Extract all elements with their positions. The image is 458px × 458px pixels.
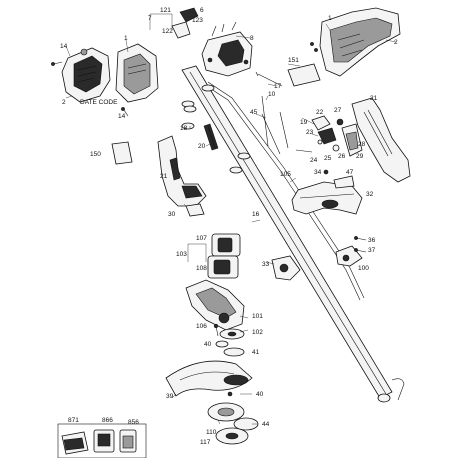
shaft-tube [181, 65, 405, 403]
label-19: 19 [300, 119, 308, 126]
washer-102 [219, 328, 245, 340]
label-21-left: 21 [160, 173, 168, 180]
label-108: 108 [196, 265, 207, 272]
label-32: 32 [366, 191, 374, 198]
label-34: 34 [314, 169, 322, 176]
shaft-rings [181, 84, 251, 174]
label-18: 18 [180, 125, 188, 132]
spool-41 [223, 347, 245, 357]
label-121: 121 [160, 7, 171, 14]
spool-assembly-110 [207, 402, 245, 422]
label-23: 23 [306, 129, 314, 136]
label-866: 866 [102, 417, 113, 424]
spring-106 [213, 323, 219, 337]
label-36: 36 [368, 237, 376, 244]
screws-36-37 [354, 236, 367, 253]
rod-10-45 [261, 95, 289, 155]
switch-assembly-8 [201, 21, 253, 77]
leader-lines [65, 13, 397, 425]
handle-guard-32 [291, 181, 363, 215]
label-117: 117 [200, 439, 211, 446]
label-date-code: DATE CODE [80, 99, 118, 106]
pin-18 [181, 122, 195, 130]
label-856: 856 [128, 419, 139, 426]
label-7: 7 [148, 15, 152, 22]
label-151: 151 [288, 57, 299, 64]
label-29: 29 [356, 153, 364, 160]
front-handle-21 [351, 97, 411, 183]
wire-harness [204, 81, 365, 301]
label-150: 150 [90, 151, 101, 158]
clip-47 [333, 175, 355, 189]
trigger-parts-22-29 [295, 115, 363, 157]
label-41: 41 [252, 349, 260, 356]
accessory-box [57, 423, 147, 458]
rod-17 [255, 71, 283, 87]
label-26: 26 [338, 153, 346, 160]
label-10: 10 [268, 91, 276, 98]
debris-guard-39 [165, 360, 253, 397]
label-14-bottom: 14 [118, 113, 126, 120]
label-122: 122 [162, 28, 173, 35]
gear-housing-101 [185, 279, 245, 331]
label-106: 106 [196, 323, 207, 330]
clamp-30 [185, 203, 205, 217]
label-44: 44 [262, 421, 270, 428]
label-20: 20 [198, 143, 206, 150]
label-1-right: 1 [328, 15, 332, 22]
label-107: 107 [196, 235, 207, 242]
label-105: 105 [280, 171, 291, 178]
label-45: 45 [250, 109, 258, 116]
label-100: 100 [358, 265, 369, 272]
label-21-right: 21 [370, 95, 378, 102]
label-40-top: 40 [204, 341, 212, 348]
label-871: 871 [68, 417, 79, 424]
motor-108 [207, 255, 239, 279]
label-39: 39 [166, 393, 174, 400]
screw-34 [323, 169, 329, 175]
housing-top-right [310, 7, 401, 77]
label-28: 28 [358, 141, 366, 148]
label-37: 37 [368, 247, 376, 254]
screw-40b [227, 391, 233, 397]
housing-half-right [115, 43, 159, 103]
screw-14 [51, 61, 129, 117]
part-labels: 7 121 6 123 122 14 1 2 DATE CODE 14 8 1 … [60, 7, 398, 446]
label-16: 16 [252, 211, 260, 218]
label-card-150 [111, 141, 133, 165]
label-33: 33 [262, 261, 270, 268]
label-17: 17 [274, 83, 282, 90]
spool-cap-117 [215, 427, 249, 445]
label-6: 6 [200, 7, 204, 14]
label-24: 24 [310, 157, 318, 164]
label-2-left: 2 [62, 99, 66, 106]
bracket-100 [335, 245, 363, 267]
label-22: 22 [316, 109, 324, 116]
label-47: 47 [346, 169, 354, 176]
pin-20 [203, 123, 219, 151]
label-8: 8 [250, 35, 254, 42]
label-25: 25 [324, 155, 332, 162]
clamp-33 [271, 255, 301, 281]
rear-handle-21 [157, 135, 207, 207]
housing-half-left [61, 47, 111, 103]
label-110: 110 [206, 429, 217, 436]
motor-107 [211, 233, 241, 257]
label-14-top: 14 [60, 43, 68, 50]
label-1-left: 1 [124, 35, 128, 42]
label-101: 101 [252, 313, 263, 320]
label-103: 103 [176, 251, 187, 258]
label-102: 102 [252, 329, 263, 336]
label-2-right: 2 [394, 39, 398, 46]
label-27: 27 [334, 107, 342, 114]
switch-block-6 [171, 7, 199, 39]
label-40-bottom: 40 [256, 391, 264, 398]
label-30: 30 [168, 211, 176, 218]
label-card-151 [287, 63, 321, 87]
washer-40a [215, 340, 229, 348]
label-123: 123 [192, 17, 203, 24]
